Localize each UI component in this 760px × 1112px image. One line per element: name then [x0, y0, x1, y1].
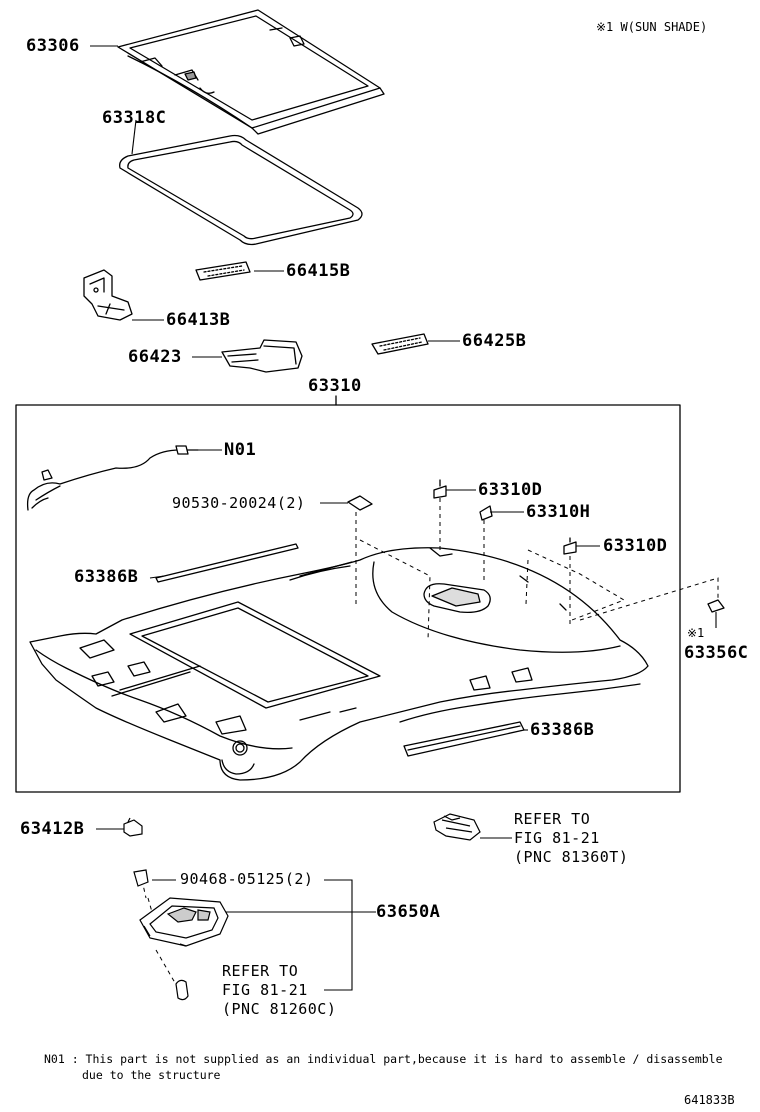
bulb-81260C	[175, 979, 189, 1001]
sun-shade-panel	[117, 9, 385, 135]
clip-63310D-b	[563, 537, 577, 555]
refer-right-line2: FIG 81-21	[514, 829, 600, 847]
clip-66425B	[371, 333, 429, 355]
label-63386B-lower: 63386B	[530, 720, 595, 740]
label-63310D-lower: 63310D	[603, 536, 668, 556]
footnote-line1: N01 : This part is not supplied as an in…	[44, 1052, 723, 1066]
refer-right-line3: (PNC 81360T)	[514, 848, 629, 866]
pad-90530	[347, 495, 373, 511]
refer-left-line3: (PNC 81260C)	[222, 1000, 337, 1018]
label-90530-20024: 90530-20024(2)	[172, 494, 306, 512]
refer-left-line1: REFER TO	[222, 962, 299, 980]
label-63356C: 63356C	[684, 643, 749, 663]
lamp-assembly-63650A	[139, 897, 229, 947]
label-66413B: 66413B	[166, 310, 231, 330]
trim-strip-63386B-lower	[403, 721, 525, 757]
trim-strip-63386B-upper	[155, 543, 299, 583]
clip-63310D-a	[433, 479, 447, 499]
headliner-assembly-box	[15, 404, 681, 793]
screw-90468	[133, 869, 149, 887]
headliner-body	[29, 547, 649, 781]
label-63356C-mark: ※1	[687, 626, 705, 640]
label-66423: 66423	[128, 347, 182, 367]
sun-shade-note: ※1 W(SUN SHADE)	[596, 20, 708, 34]
holder-66413B	[83, 269, 133, 321]
clip-63412B	[123, 817, 143, 837]
refer-left-line2: FIG 81-21	[222, 981, 308, 999]
label-63310D-upper: 63310D	[478, 480, 543, 500]
clip-63310H	[479, 505, 493, 521]
label-63318C: 63318C	[102, 108, 167, 128]
label-63310H: 63310H	[526, 502, 591, 522]
label-90468-05125: 90468-05125(2)	[180, 870, 314, 888]
refer-right-line1: REFER TO	[514, 810, 591, 828]
label-63650A: 63650A	[376, 902, 441, 922]
clip-66415B	[195, 261, 251, 281]
bracket-66423	[221, 339, 303, 373]
label-66425B: 66425B	[462, 331, 527, 351]
lamp-81360T	[433, 813, 481, 841]
label-66415B: 66415B	[286, 261, 351, 281]
figure-code: 641833B	[684, 1093, 735, 1107]
footnote-line2: due to the structure	[82, 1068, 221, 1082]
label-63412B: 63412B	[20, 819, 85, 839]
wire-harness-n01	[26, 445, 199, 511]
clip-63356C	[707, 599, 725, 613]
label-63306: 63306	[26, 36, 80, 56]
label-63310: 63310	[308, 376, 362, 396]
label-63386B-upper: 63386B	[74, 567, 139, 587]
weatherstrip-ring	[119, 134, 363, 246]
label-N01: N01	[224, 440, 257, 460]
